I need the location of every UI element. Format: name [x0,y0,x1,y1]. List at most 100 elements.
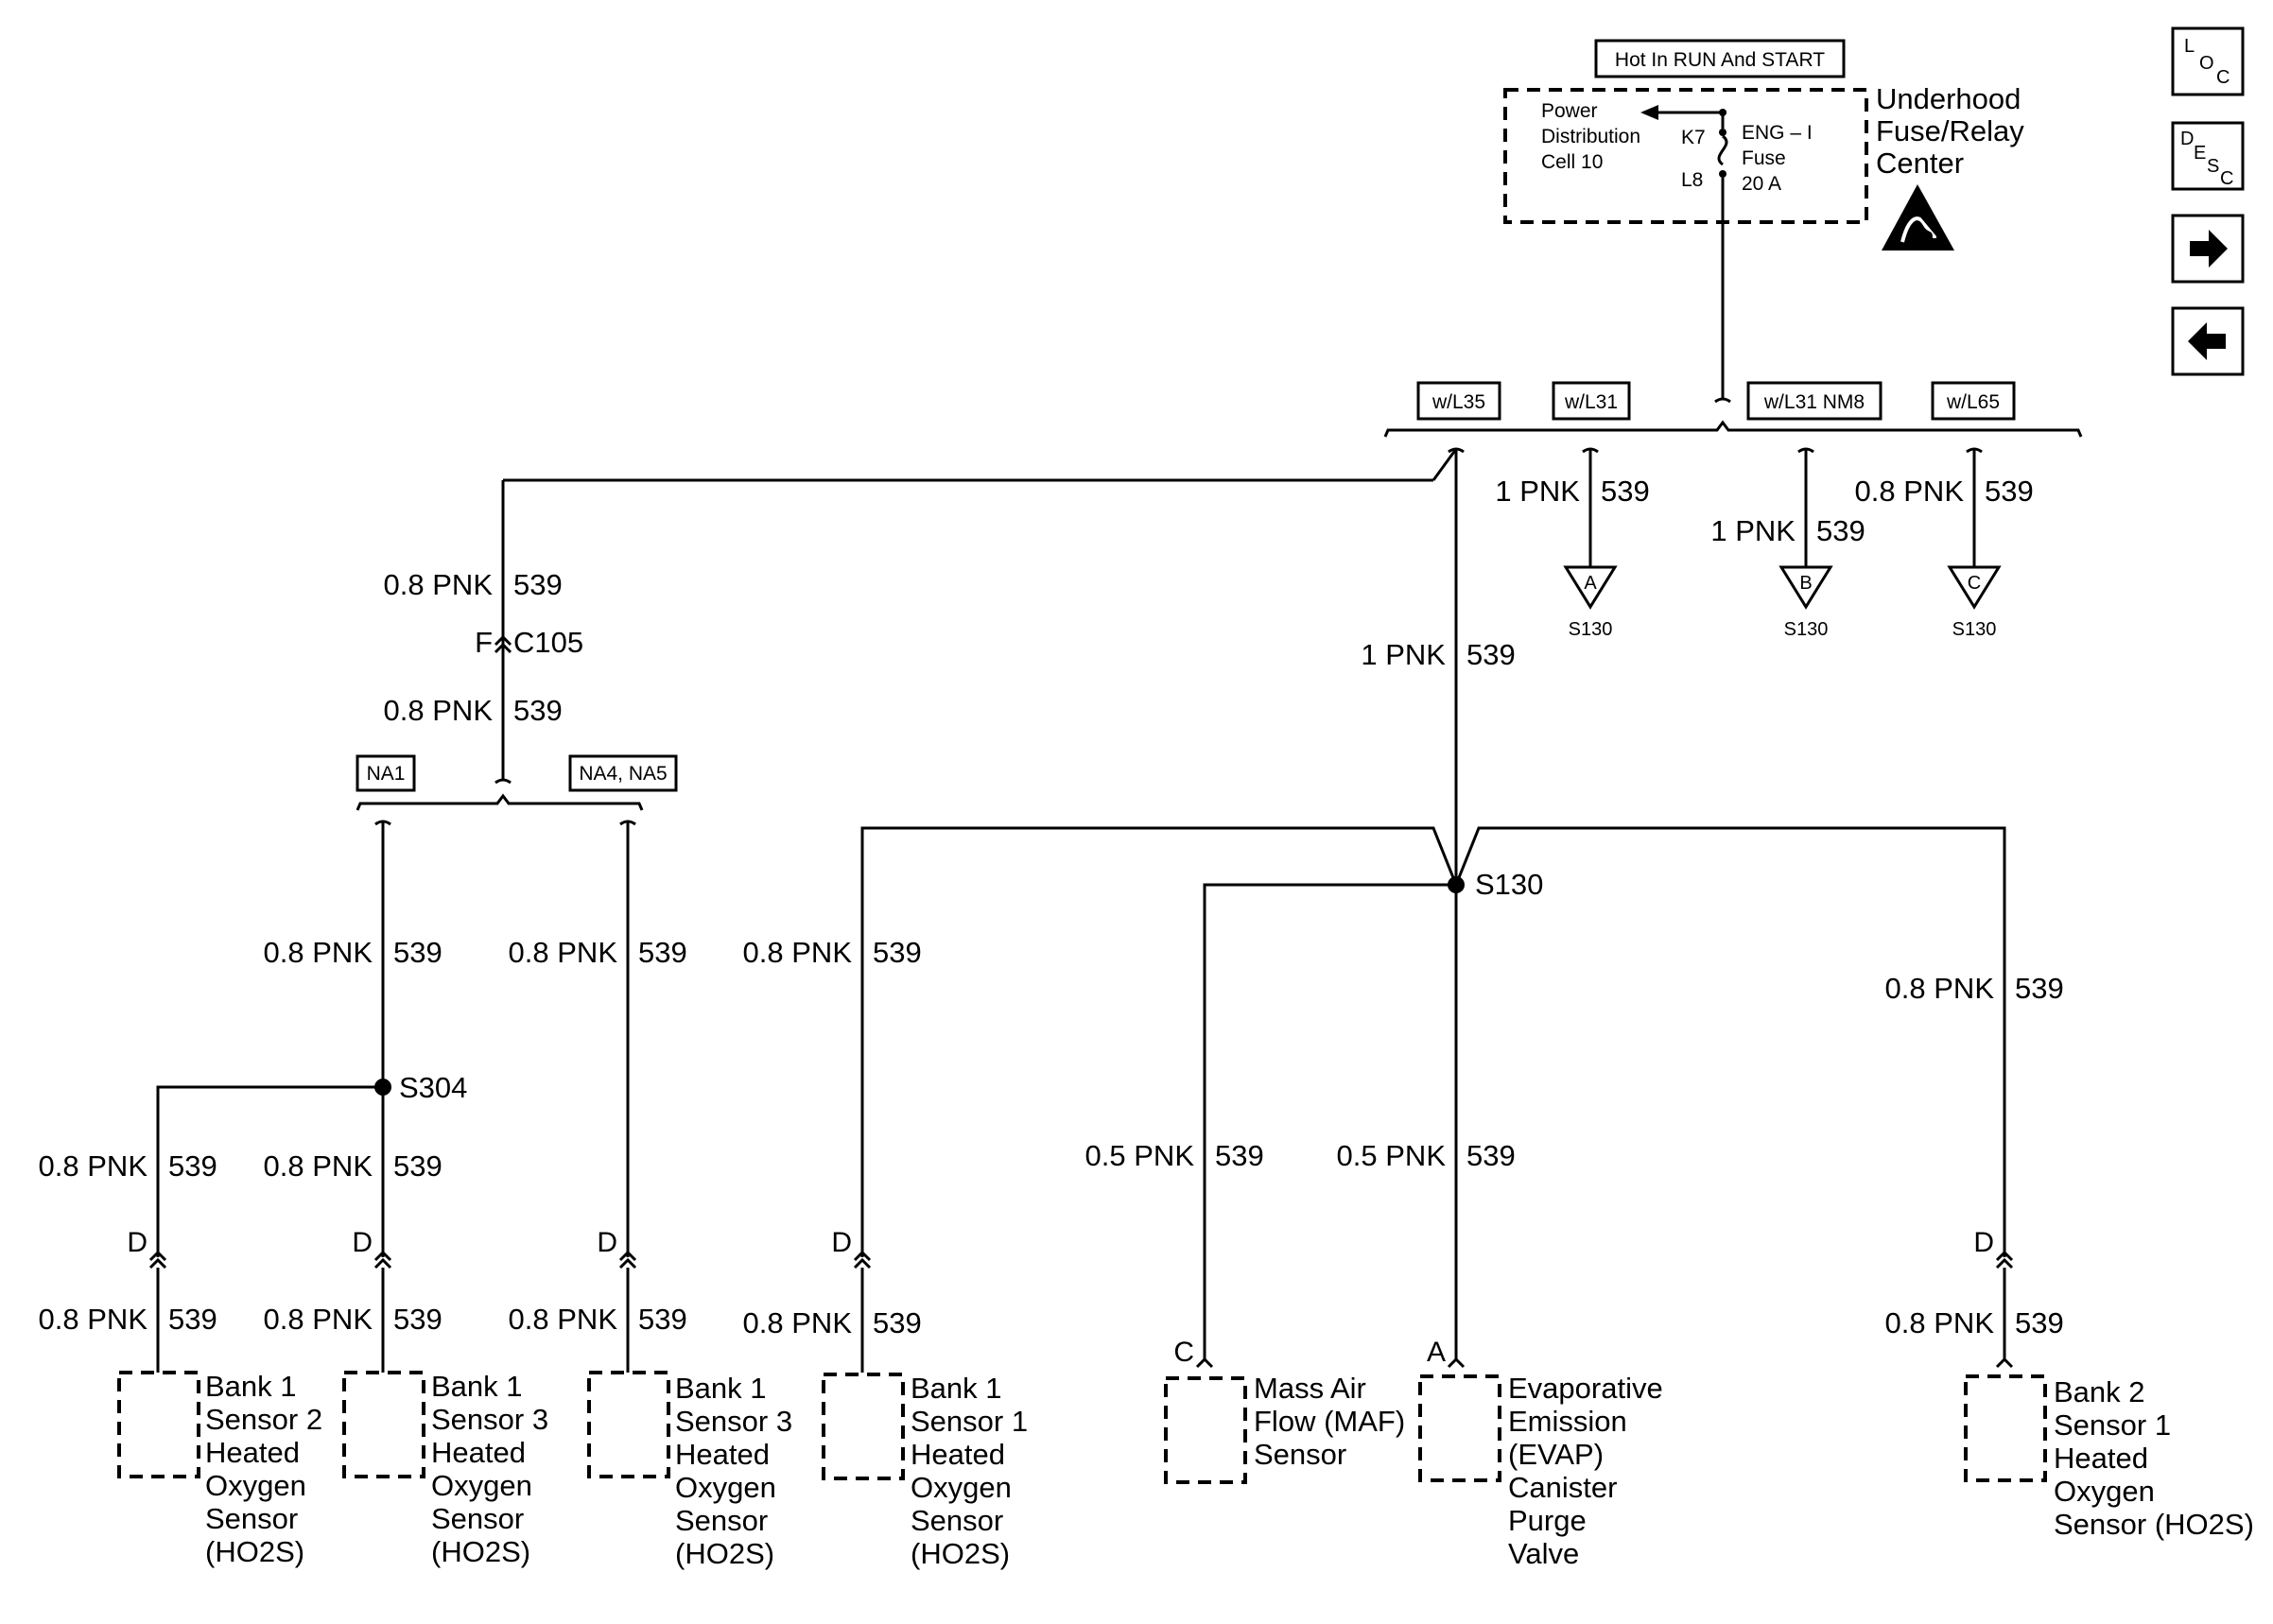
option-brace-top [1383,420,2083,438]
esd-warning-icon [1882,184,1954,251]
w-l31-nm8-label: w/L31 NM8 [1763,391,1865,413]
option-brace-left [356,793,644,811]
b1s1-low-circuit: 539 [873,1306,922,1339]
b1s2-line-3: Oxygen [205,1469,306,1502]
evap-component-box [1418,1374,1501,1482]
next-button[interactable] [2171,214,2245,284]
b1s1-line-5: (HO2S) [911,1537,1010,1570]
b1s2-pin: D [127,1227,147,1258]
b1s1-line-1: Sensor 1 [911,1405,1028,1438]
b1s2-connector-icon [148,1250,167,1270]
b1s3b-line-4: Sensor [675,1504,768,1537]
previous-button[interactable] [2171,306,2245,376]
pd-line-1: Power [1541,100,1598,122]
b2s1-connector-icon [1995,1250,2014,1270]
b1s1-pin: D [831,1227,852,1258]
fuse-center-outline [1503,88,1868,224]
b1s1-line-0: Bank 1 [911,1372,1002,1405]
b1s3a-mid-size: 0.8 PNK [264,1149,373,1183]
s130-to-maf-wire [1203,883,1456,1361]
c105-connector-icon [494,634,512,654]
evap-pin: A [1427,1337,1446,1368]
b2s1-pin: D [1973,1227,1994,1258]
maf-component-box [1164,1376,1247,1484]
maf-size: 0.5 PNK [1085,1139,1195,1172]
desc-letter-c: C [2220,168,2233,189]
na4-circuit: 539 [638,936,687,969]
b1s3a-component-box [342,1371,425,1478]
na1-box [356,754,416,792]
fuse-k7-terminal [1719,129,1726,136]
s130-feed-size: 1 PNK [1361,638,1446,671]
b1s3b-connector-icon [618,1250,637,1270]
b1s2-line-1: Sensor 2 [205,1403,322,1436]
pd-line-2: Distribution [1541,126,1640,147]
loc-letter-l: L [2184,36,2195,57]
na1-label: NA1 [367,763,406,785]
b1s3a-line-3: Oxygen [431,1469,532,1502]
na4-na5-branch: 0.8 PNK 539 [509,820,687,1257]
b1s3b-line-2: Heated [675,1438,770,1471]
s130-to-b2s1-wire [1454,826,2006,1257]
trunk-lower-circuit: 539 [513,694,563,727]
fuse-relay-center: Hot In RUN And START Power Distribution … [1503,39,2024,404]
ref-c-triangle-icon [1947,565,2002,610]
ref-a-triangle-icon [1563,565,1618,610]
w-l35-box [1416,381,1501,421]
s130-label: S130 [1475,868,1543,901]
b1s2-line-2: Heated [205,1436,300,1469]
b1s2-line-4: Sensor [205,1502,298,1535]
b1s2-line-5: (HO2S) [205,1535,304,1568]
b1s3b-pin: D [597,1227,617,1258]
b2s1-line-4: Sensor (HO2S) [2054,1508,2254,1541]
evap-line-4: Purge [1508,1504,1587,1537]
b1s3a-line-4: Sensor [431,1502,524,1535]
trunk-lower-size: 0.8 PNK [384,694,494,727]
w-l31-label: w/L31 [1564,391,1618,413]
b1s2-low-circuit: 539 [168,1303,217,1336]
b2s1-terminal-icon [1995,1356,2014,1369]
b1s3a-line-5: (HO2S) [431,1535,530,1568]
evap-line-0: Evaporative [1508,1372,1663,1405]
b1s1-line-4: Sensor [911,1504,1003,1537]
next-arrow-icon [2190,230,2228,268]
b2s1-low-circuit: 539 [2015,1306,2064,1339]
b1s2-mid-size: 0.8 PNK [39,1149,148,1183]
b1s3b-line-0: Bank 1 [675,1372,767,1405]
fuse-l8-terminal [1719,170,1726,178]
s130-to-b1s1-wire [860,826,1458,1257]
b1s3a-line-2: Heated [431,1436,526,1469]
maf-circuit: 539 [1215,1139,1264,1172]
b2s1-low-size: 0.8 PNK [1885,1306,1995,1339]
nav-buttons: L O C D E S C [2171,26,2245,376]
b1s3a-mid-circuit: 539 [393,1149,442,1183]
na4-size: 0.8 PNK [509,936,618,969]
b2s1-upper-circuit: 539 [2015,972,2064,1005]
b1s3b-low-circuit: 539 [638,1303,687,1336]
splice-ref-b-branch: 1 PNK 539 B S130 [1710,447,1865,640]
drop-maf: C [1164,1337,1247,1484]
evap-connector-icon [1447,1356,1466,1369]
ref-a-size: 1 PNK [1495,475,1580,508]
b1s3b-line-5: (HO2S) [675,1537,774,1570]
ref-a-circuit: 539 [1601,475,1650,508]
ref-b-splice: S130 [1784,619,1829,640]
description-button[interactable]: D E S C [2171,121,2245,191]
maf-connector-icon [1195,1356,1214,1369]
ref-b-circuit: 539 [1816,514,1865,547]
fuse-line-2: Fuse [1742,147,1786,169]
b1s2-line-0: Bank 1 [205,1370,297,1403]
ref-a-splice: S130 [1569,619,1613,640]
description-button-frame[interactable] [2171,121,2245,191]
na1-size: 0.8 PNK [264,936,373,969]
s130-feed-circuit: 539 [1466,638,1516,671]
loc-letter-o: O [2199,53,2214,74]
location-button-frame[interactable] [2171,26,2245,96]
b1s1-line-3: Oxygen [911,1471,1012,1504]
fuse-line-1: ENG – I [1742,122,1813,144]
location-button[interactable]: L O C [2171,26,2245,96]
c105-name: C105 [513,626,583,659]
desc-letter-s: S [2207,156,2219,177]
drop-evap: A [1418,1337,1501,1482]
